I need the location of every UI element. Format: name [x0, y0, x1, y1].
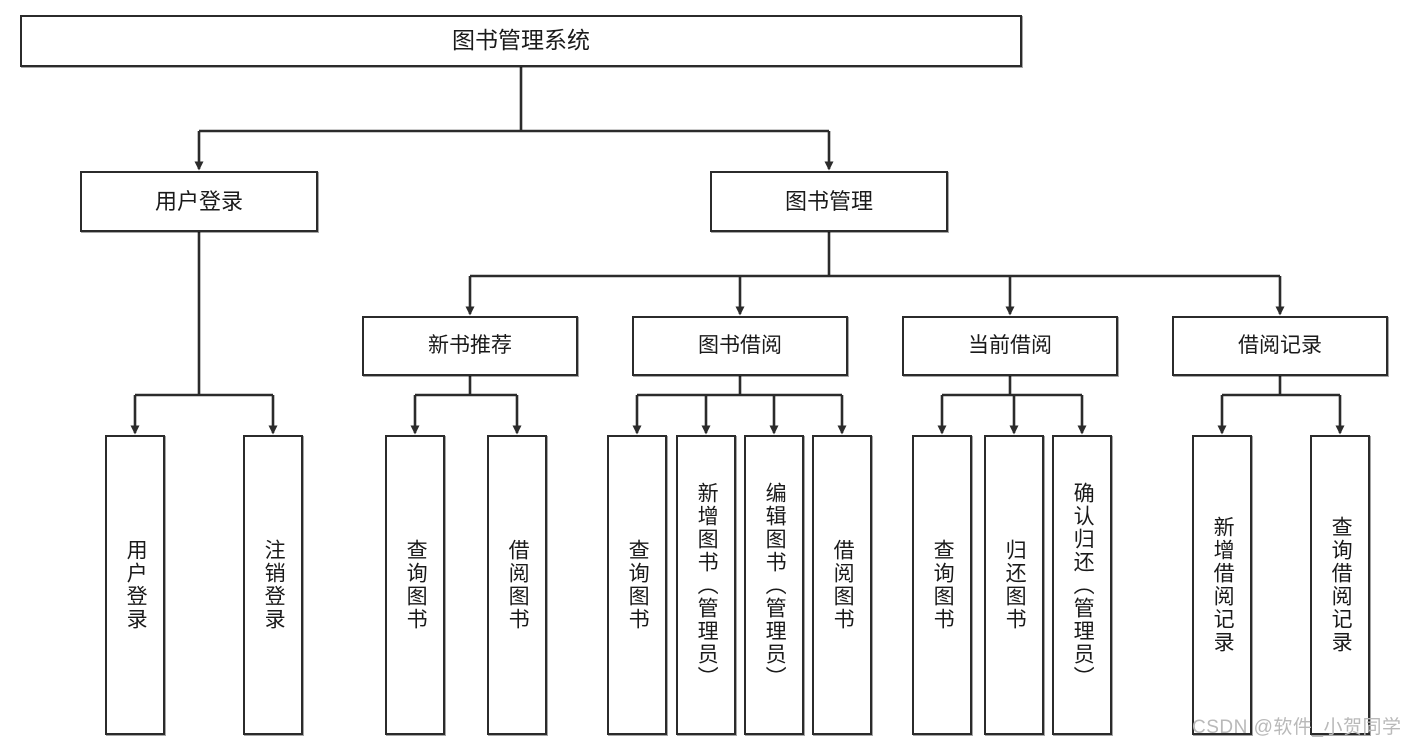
node-login[interactable]: 用户登录 — [80, 171, 318, 232]
node-leaf9[interactable]: 查询图书 — [912, 435, 972, 735]
node-records[interactable]: 借阅记录 — [1172, 316, 1388, 376]
node-bookmgmt[interactable]: 图书管理 — [710, 171, 948, 232]
node-label: 借阅记录 — [1238, 333, 1322, 357]
node-label: 编辑图书（管理员） — [763, 481, 787, 689]
node-label: 查询图书 — [404, 539, 428, 631]
node-label: 查询图书 — [626, 539, 650, 631]
node-label: 新增借阅记录 — [1211, 516, 1235, 654]
node-leaf10[interactable]: 归还图书 — [984, 435, 1044, 735]
node-label: 图书管理 — [784, 188, 873, 214]
node-label: 借阅图书 — [831, 539, 855, 631]
node-leaf3[interactable]: 查询图书 — [385, 435, 445, 735]
node-label: 新书推荐 — [428, 333, 512, 357]
node-leaf8[interactable]: 借阅图书 — [812, 435, 872, 735]
node-newbook[interactable]: 新书推荐 — [362, 316, 578, 376]
node-label: 注销登录 — [262, 539, 286, 631]
node-label: 图书借阅 — [698, 333, 782, 357]
node-label: 查询借阅记录 — [1329, 516, 1353, 654]
node-label: 确认归还（管理员） — [1071, 481, 1095, 689]
node-label: 借阅图书 — [506, 539, 530, 631]
node-leaf6[interactable]: 新增图书（管理员） — [676, 435, 736, 735]
node-label: 查询图书 — [931, 539, 955, 631]
node-leaf12[interactable]: 新增借阅记录 — [1192, 435, 1252, 735]
node-label: 新增图书（管理员） — [695, 481, 719, 689]
node-leaf7[interactable]: 编辑图书（管理员） — [744, 435, 804, 735]
node-leaf2[interactable]: 注销登录 — [243, 435, 303, 735]
node-leaf4[interactable]: 借阅图书 — [487, 435, 547, 735]
node-leaf13[interactable]: 查询借阅记录 — [1310, 435, 1370, 735]
node-label: 用户登录 — [124, 539, 148, 631]
watermark: CSDN @软件_小贺同学 — [1192, 717, 1402, 738]
node-label: 图书管理系统 — [452, 27, 590, 54]
node-label: 用户登录 — [154, 188, 243, 214]
node-borrow[interactable]: 图书借阅 — [632, 316, 848, 376]
node-leaf11[interactable]: 确认归还（管理员） — [1052, 435, 1112, 735]
node-label: 当前借阅 — [968, 333, 1052, 357]
node-current[interactable]: 当前借阅 — [902, 316, 1118, 376]
node-leaf5[interactable]: 查询图书 — [607, 435, 667, 735]
node-leaf1[interactable]: 用户登录 — [105, 435, 165, 735]
node-root[interactable]: 图书管理系统 — [20, 15, 1022, 67]
node-label: 归还图书 — [1003, 539, 1027, 631]
